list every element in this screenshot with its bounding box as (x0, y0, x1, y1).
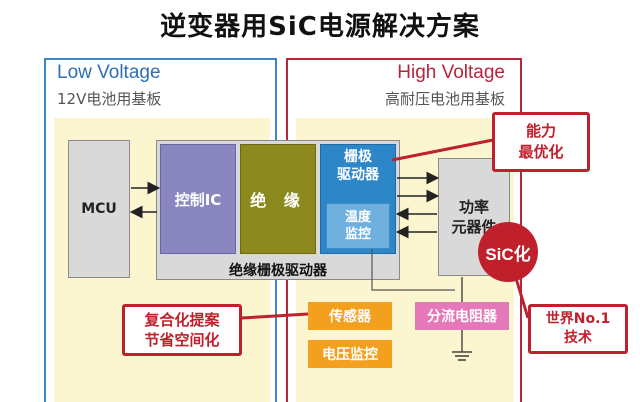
low-voltage-subtitle: 12V电池用基板 (57, 90, 162, 108)
high-voltage-subtitle: 高耐压电池用基板 (384, 90, 505, 108)
gate-driver-label-line1: 栅极 (344, 149, 372, 165)
shunt-resistor-label: 分流电阻器 (427, 309, 497, 325)
shunt-resistor-block: 分流电阻器 (415, 302, 509, 330)
compound-proposal-callout: 复合化提案 节省空间化 (122, 304, 242, 356)
wire-temp-sense (371, 249, 455, 291)
world-callout-line1: 世界No.1 (545, 311, 611, 327)
world-callout-line2: 技术 (564, 330, 592, 346)
pointer-compound-callout (241, 312, 309, 320)
ability-optimization-callout: 能力 最优化 (492, 112, 590, 172)
pointer-ability-callout (391, 138, 494, 162)
control-ic-block: 控制IC (160, 144, 236, 254)
compound-callout-line2: 节省空间化 (144, 331, 220, 349)
voltage-monitor-block: 电压监控 (308, 340, 392, 368)
power-label-line1: 功率 (458, 198, 489, 216)
temp-label-line1: 温度 (344, 210, 371, 225)
insulation-label: 绝 缘 (250, 191, 306, 210)
power-device-block: 功率 元器件 (438, 158, 510, 276)
isolated-gate-driver-label: 绝缘栅极驱动器 (229, 263, 327, 279)
temperature-monitor-block: 温度 监控 (326, 203, 390, 249)
insulation-block: 绝 缘 (240, 144, 316, 254)
ability-callout-line2: 最优化 (518, 143, 564, 161)
gate-driver-label-line2: 驱动器 (337, 167, 379, 183)
sensor-block: 传感器 (308, 302, 392, 330)
gate-driver-label: 栅极 驱动器 (320, 148, 396, 184)
mcu-label: MCU (81, 201, 117, 217)
sic-badge: SiC化 (478, 222, 538, 282)
world-no1-callout: 世界No.1 技术 (528, 304, 628, 354)
voltage-monitor-label: 电压监控 (322, 347, 378, 363)
mcu-block: MCU (68, 140, 130, 278)
low-voltage-title: Low Voltage (57, 62, 161, 83)
high-voltage-title: High Voltage (397, 62, 505, 83)
pointer-world-callout (513, 274, 530, 319)
page-title: 逆变器用SiC电源解决方案 (160, 12, 480, 42)
ability-callout-line1: 能力 (525, 122, 556, 140)
sensor-label: 传感器 (329, 309, 371, 325)
control-ic-label: 控制IC (174, 190, 222, 209)
temp-label-line2: 监控 (344, 227, 371, 242)
compound-callout-line1: 复合化提案 (144, 311, 220, 329)
